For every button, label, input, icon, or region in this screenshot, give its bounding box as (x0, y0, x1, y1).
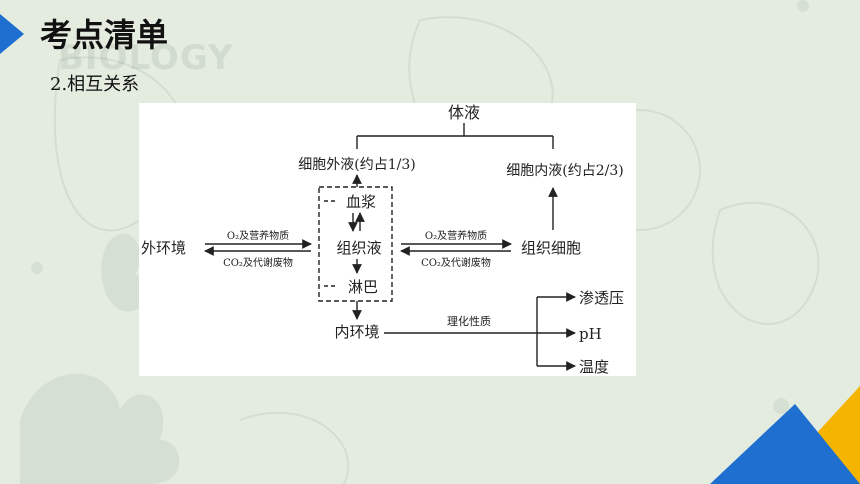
label-intracellular: 细胞内液(约占2/3) (506, 163, 623, 179)
dashed-box (318, 186, 393, 302)
label-o2-in-right: O₂及营养物质 (425, 229, 487, 242)
label-ph: pH (579, 325, 602, 343)
label-co2-out-right: CO₂及代谢废物 (421, 256, 491, 269)
corner-blue-triangle (710, 404, 860, 484)
label-tissue-fluid: 组织液 (336, 239, 381, 257)
label-co2-out-left: CO₂及代谢废物 (223, 256, 293, 269)
label-osmotic-pressure: 渗透压 (579, 289, 624, 307)
label-temperature: 温度 (579, 358, 609, 376)
watermark-text: BIOLOGY (58, 38, 234, 78)
label-o2-in-left: O₂及营养物质 (227, 229, 289, 242)
label-external-env: 外环境 (141, 239, 186, 257)
title-arrow-icon (0, 14, 24, 54)
label-tissue-cells: 组织细胞 (521, 239, 581, 257)
diagram-svg: 体液 细胞外液(约占1/3) 细胞内液(约占2/3) 血浆 组织液 淋巴 外环境… (141, 103, 624, 376)
label-physchem: 理化性质 (447, 314, 491, 328)
slide-title: 考点清单 (40, 16, 169, 54)
section-subtitle: 2.相互关系 (50, 74, 140, 95)
label-internal-env: 内环境 (334, 323, 379, 341)
label-body-fluid: 体液 (448, 103, 480, 122)
corner-decoration (710, 386, 860, 484)
label-plasma: 血浆 (346, 193, 376, 211)
label-extracellular: 细胞外液(约占1/3) (298, 157, 415, 173)
body-fluid-diagram: 体液 细胞外液(约占1/3) 细胞内液(约占2/3) 血浆 组织液 淋巴 外环境… (139, 103, 636, 376)
label-lymph: 淋巴 (348, 278, 378, 296)
